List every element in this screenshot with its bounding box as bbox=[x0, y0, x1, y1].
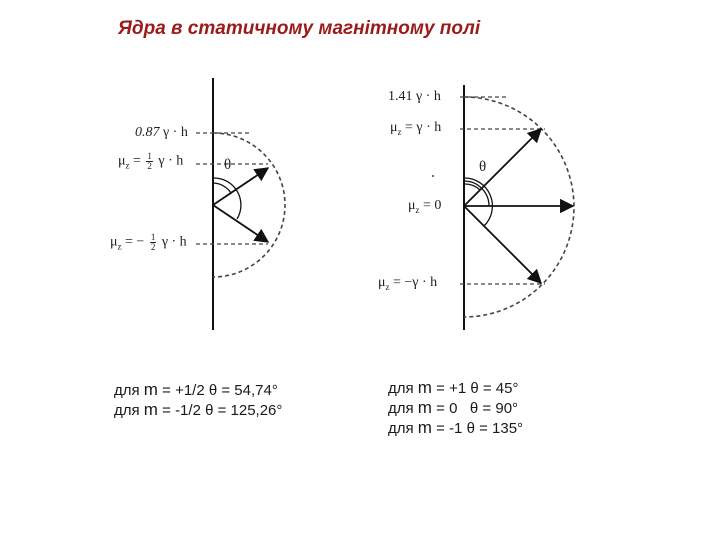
left-mu-neg-symbol: μ bbox=[110, 234, 118, 250]
right-theta-label: θ bbox=[479, 159, 487, 175]
left-label-mu-neg: μz = − 1 2 γ · h bbox=[110, 233, 187, 252]
left-theta-arc-small bbox=[212, 182, 232, 194]
right-label-mu-neg: μz = −γ · h bbox=[378, 276, 437, 292]
right-diagram bbox=[432, 85, 575, 330]
left-diagram bbox=[196, 78, 286, 330]
left-arrow-down bbox=[212, 204, 270, 243]
right-mu-zero-eq: = 0 bbox=[423, 198, 442, 213]
caption-m: m bbox=[143, 380, 158, 399]
left-mu-half-eq: = bbox=[133, 153, 141, 169]
right-mu-one-eq: = γ · h bbox=[405, 120, 442, 135]
right-mu-zero-symbol: μ bbox=[408, 198, 416, 213]
left-label-top: 0.87 γ · h bbox=[135, 126, 188, 140]
caption-value: = -1/2 θ = 125,26° bbox=[157, 402, 283, 419]
left-top-value: 0.87 bbox=[135, 125, 160, 140]
right-theta-arc-large bbox=[463, 177, 494, 227]
fraction-denominator: 2 bbox=[147, 161, 152, 171]
right-mu-one-sub: z bbox=[397, 126, 402, 137]
caption-value: = -1 θ = 135° bbox=[431, 420, 524, 437]
caption-value: = +1/2 θ = 54,74° bbox=[157, 382, 278, 399]
right-dashed-arc bbox=[463, 96, 575, 318]
caption-value: = 0 θ = 90° bbox=[431, 400, 519, 417]
right-captions: для m = +1 θ = 45° для m = 0 θ = 90° для… bbox=[388, 378, 523, 438]
left-mu-neg-fraction: 1 2 bbox=[149, 232, 157, 252]
left-label-mu-half: μz = 1 2 γ · h bbox=[118, 152, 183, 171]
caption-m: m bbox=[417, 418, 432, 437]
caption-line-zero: для m = 0 θ = 90° bbox=[388, 398, 523, 418]
right-theta-arc-mid bbox=[463, 180, 490, 207]
right-mu-neg-eq: = −γ · h bbox=[393, 275, 438, 290]
right-mu-neg-symbol: μ bbox=[378, 275, 386, 290]
fraction-denominator: 2 bbox=[150, 242, 156, 252]
caption-prefix: для bbox=[388, 400, 418, 417]
left-mu-half-unit: γ · h bbox=[158, 153, 184, 169]
right-label-mu-one: μz = γ · h bbox=[390, 121, 441, 137]
right-mu-neg-sub: z bbox=[385, 281, 390, 292]
caption-line-minus-half: для m = -1/2 θ = 125,26° bbox=[114, 400, 282, 420]
left-mu-neg-eq: = − bbox=[125, 234, 145, 250]
right-mu-zero-sub: z bbox=[415, 204, 420, 215]
right-arrow-down bbox=[463, 205, 543, 285]
left-mu-neg-unit: γ · h bbox=[161, 234, 187, 250]
left-mu-half-sub: z bbox=[125, 160, 130, 171]
slide-title: Ядра в статичному магнітному полі bbox=[118, 18, 481, 39]
left-mu-neg-sub: z bbox=[117, 241, 122, 252]
caption-prefix: для bbox=[388, 380, 418, 397]
caption-m: m bbox=[143, 400, 158, 419]
caption-prefix: для bbox=[388, 420, 418, 437]
caption-line-minus-one: для m = -1 θ = 135° bbox=[388, 418, 523, 438]
left-theta-label: θ bbox=[224, 157, 232, 173]
caption-line-plus-half: для m = +1/2 θ = 54,74° bbox=[114, 380, 282, 400]
left-theta-arc-large bbox=[212, 177, 242, 220]
left-top-unit: γ · h bbox=[163, 125, 188, 140]
caption-m: m bbox=[417, 398, 432, 417]
right-label-top: 1.41 γ · h bbox=[388, 90, 441, 104]
caption-m: m bbox=[417, 378, 432, 397]
fraction-numerator: 1 bbox=[146, 151, 153, 162]
left-arrow-up bbox=[212, 167, 270, 206]
caption-value: = +1 θ = 45° bbox=[431, 380, 519, 397]
right-arrow-up bbox=[463, 127, 543, 207]
left-captions: для m = +1/2 θ = 54,74° для m = -1/2 θ =… bbox=[114, 380, 282, 420]
right-label-mu-zero: μz = 0 bbox=[408, 199, 441, 215]
right-theta-arc-small bbox=[463, 183, 481, 191]
caption-line-plus-one: для m = +1 θ = 45° bbox=[388, 378, 523, 398]
right-mu-one-symbol: μ bbox=[390, 120, 398, 135]
left-mu-half-symbol: μ bbox=[118, 153, 126, 169]
left-mu-half-fraction: 1 2 bbox=[146, 152, 153, 171]
right-top-value: 1.41 bbox=[388, 89, 413, 104]
right-top-unit: γ · h bbox=[416, 89, 441, 104]
stray-dot bbox=[432, 175, 434, 177]
caption-prefix: для bbox=[114, 382, 144, 399]
fraction-numerator: 1 bbox=[149, 232, 157, 243]
left-dashed-arc bbox=[212, 132, 286, 278]
caption-prefix: для bbox=[114, 402, 144, 419]
